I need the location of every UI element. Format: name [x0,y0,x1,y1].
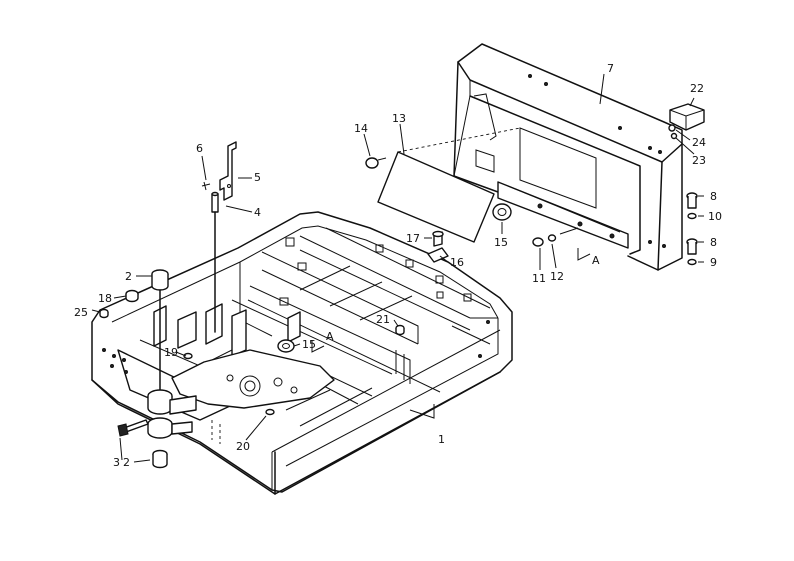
hinge-assembly [117,269,197,469]
section-mark-a-panel: A [592,254,600,267]
base-frame [91,211,513,495]
callout-3: 3 [113,456,120,469]
callout-labels: 1 2 2 3 4 5 6 7 8 8 9 10 11 12 13 14 15 … [74,62,722,469]
callout-16: 16 [450,256,464,269]
callout-8-upper: 8 [710,190,717,203]
panel-cover [377,127,521,243]
callout-23: 23 [692,154,706,167]
fastener-11-12 [532,227,579,247]
callout-24: 24 [692,136,706,149]
callout-21: 21 [376,313,390,326]
callout-22: 22 [690,82,704,95]
callout-9: 9 [710,256,717,269]
callout-25: 25 [74,306,88,319]
callout-1: 1 [438,433,445,446]
callout-19: 19 [164,346,178,359]
pin-and-lever [201,141,237,333]
callout-6: 6 [196,142,203,155]
callout-8-lower: 8 [710,236,717,249]
callout-15-panel: 15 [494,236,508,249]
callout-13: 13 [392,112,406,125]
callout-15-frame: 15 [302,338,316,351]
section-arrow-a [311,248,591,353]
callout-11: 11 [532,272,546,285]
callout-2-top: 2 [125,270,132,283]
callout-4: 4 [254,206,261,219]
section-mark-a-frame: A [326,330,334,343]
bracket-22 [668,103,705,140]
callout-12: 12 [550,270,564,283]
callout-10: 10 [708,210,722,223]
callout-17: 17 [406,232,420,245]
small-fasteners [99,289,405,416]
callout-14: 14 [354,122,368,135]
callout-7: 7 [607,62,614,75]
callout-5: 5 [254,171,261,184]
clip-16-17 [427,230,449,263]
side-screws [686,192,698,266]
control-panel-housing [453,43,683,271]
grommet-15 [492,203,512,221]
callout-20: 20 [236,440,250,453]
screw-14 [365,157,387,169]
callout-18: 18 [98,292,112,305]
leader-lines [91,73,704,463]
callout-2-bottom: 2 [123,456,130,469]
